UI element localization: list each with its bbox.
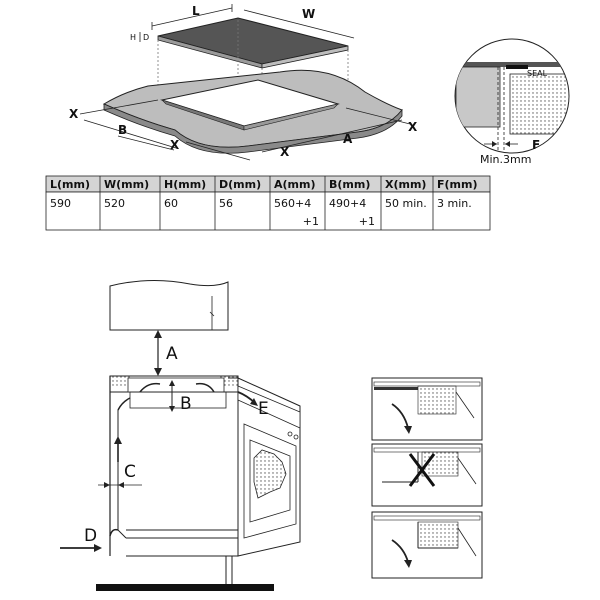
hob-height-label: H <box>130 33 136 42</box>
seal-min-gap-label: Min.3mm <box>480 153 531 166</box>
table-value-cell: 50 min. <box>385 197 427 210</box>
table-tolerance-cell: +1 <box>303 215 319 228</box>
cutout-x-left-label: X <box>69 107 79 121</box>
install-b-label: B <box>180 394 192 414</box>
cutout-a-label: A <box>343 132 353 146</box>
table-value-cell: 590 <box>50 197 71 210</box>
hob-perspective: L W H D <box>130 4 355 69</box>
table-value-cell: 560+4 <box>274 197 311 210</box>
cutout-dimensions <box>79 99 411 161</box>
worktop-cutout <box>102 69 403 154</box>
cutout-x-right-label: X <box>408 120 418 134</box>
seal-f-label: F <box>532 138 540 152</box>
seal-detail: SEAL F Min.3mm <box>454 38 570 166</box>
table-header-cell: W(mm) <box>104 178 149 191</box>
clearance-panel-correct-1 <box>371 377 483 441</box>
table-header-cell: L(mm) <box>50 178 90 191</box>
installation-side-view: A B C <box>60 279 301 591</box>
table-value-cell: 56 <box>219 197 233 210</box>
table-value-cell: 520 <box>104 197 125 210</box>
table-tolerance-cell: +1 <box>359 215 375 228</box>
table-header-cell: H(mm) <box>164 178 206 191</box>
cutout-x-bottom-left-label: X <box>170 138 180 152</box>
clearance-panel-correct-2 <box>371 511 483 579</box>
hob-width-label: W <box>302 7 315 21</box>
table-header-cell: X(mm) <box>385 178 426 191</box>
install-d-label: D <box>84 526 97 546</box>
clearance-panel-wrong <box>371 443 483 507</box>
table-header-cell: D(mm) <box>219 178 261 191</box>
table-value-cell: 3 min. <box>437 197 472 210</box>
table-value-cell: 60 <box>164 197 178 210</box>
cutout-b-label: B <box>118 123 127 137</box>
hob-length-label: L <box>192 4 200 18</box>
seal-label: SEAL <box>527 69 548 78</box>
table-value-cell: 490+4 <box>329 197 366 210</box>
install-a-label: A <box>166 344 178 364</box>
cutout-x-bottom-mid-label: X <box>280 145 290 159</box>
hob-depth-label: D <box>143 33 149 42</box>
dimension-table: L(mm) W(mm) H(mm) D(mm) A(mm) B(mm) X(mm) F(mm)… <box>45 175 491 231</box>
install-c-label: C <box>124 462 136 482</box>
install-e-label: E <box>258 399 269 419</box>
table-header-cell: A(mm) <box>274 178 316 191</box>
table-header-cell: B(mm) <box>329 178 370 191</box>
table-header-cell: F(mm) <box>437 178 478 191</box>
